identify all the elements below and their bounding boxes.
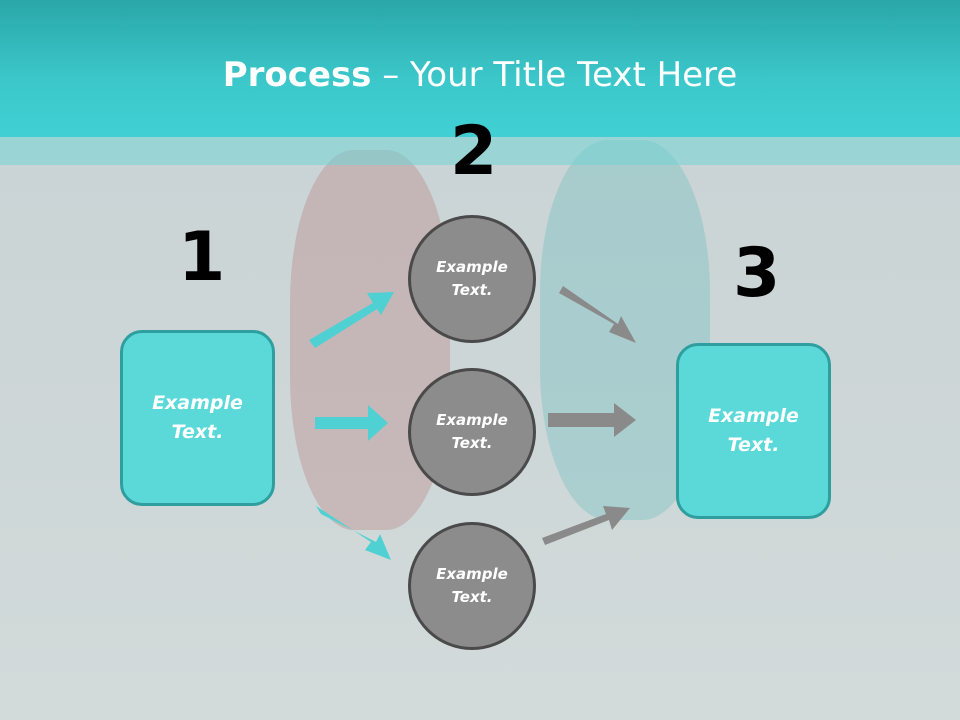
circle-middle-label: Example Text. (436, 411, 508, 452)
step-1-label: Example Text. (152, 392, 243, 443)
step-3-label: Example Text. (708, 405, 799, 456)
circle-bottom-label: Example Text. (436, 565, 508, 606)
title-rest: – Your Title Text Here (371, 55, 738, 95)
title-bold: Process (222, 55, 372, 95)
arrow-1-to-bottom (316, 506, 391, 560)
step-number-3: 3 (733, 234, 781, 313)
step-2-circle-top: Example Text. (408, 215, 536, 343)
arrow-bottom-to-3 (542, 506, 630, 545)
arrow-1-to-middle (315, 405, 388, 441)
step-3-box: Example Text. (676, 343, 831, 519)
step-2-circle-bottom: Example Text. (408, 522, 536, 650)
circle-top-label: Example Text. (436, 258, 508, 299)
step-number-1: 1 (178, 218, 226, 297)
arrow-top-to-3 (559, 286, 636, 343)
title-bar-strip (0, 137, 960, 165)
arrow-middle-to-3 (548, 403, 636, 437)
step-1-box: Example Text. (120, 330, 275, 506)
arrow-1-to-top (309, 292, 394, 348)
title-bar (0, 0, 960, 137)
slide-title: Process – Your Title Text Here (0, 52, 960, 98)
step-2-circle-middle: Example Text. (408, 368, 536, 496)
step-number-2: 2 (450, 112, 498, 191)
